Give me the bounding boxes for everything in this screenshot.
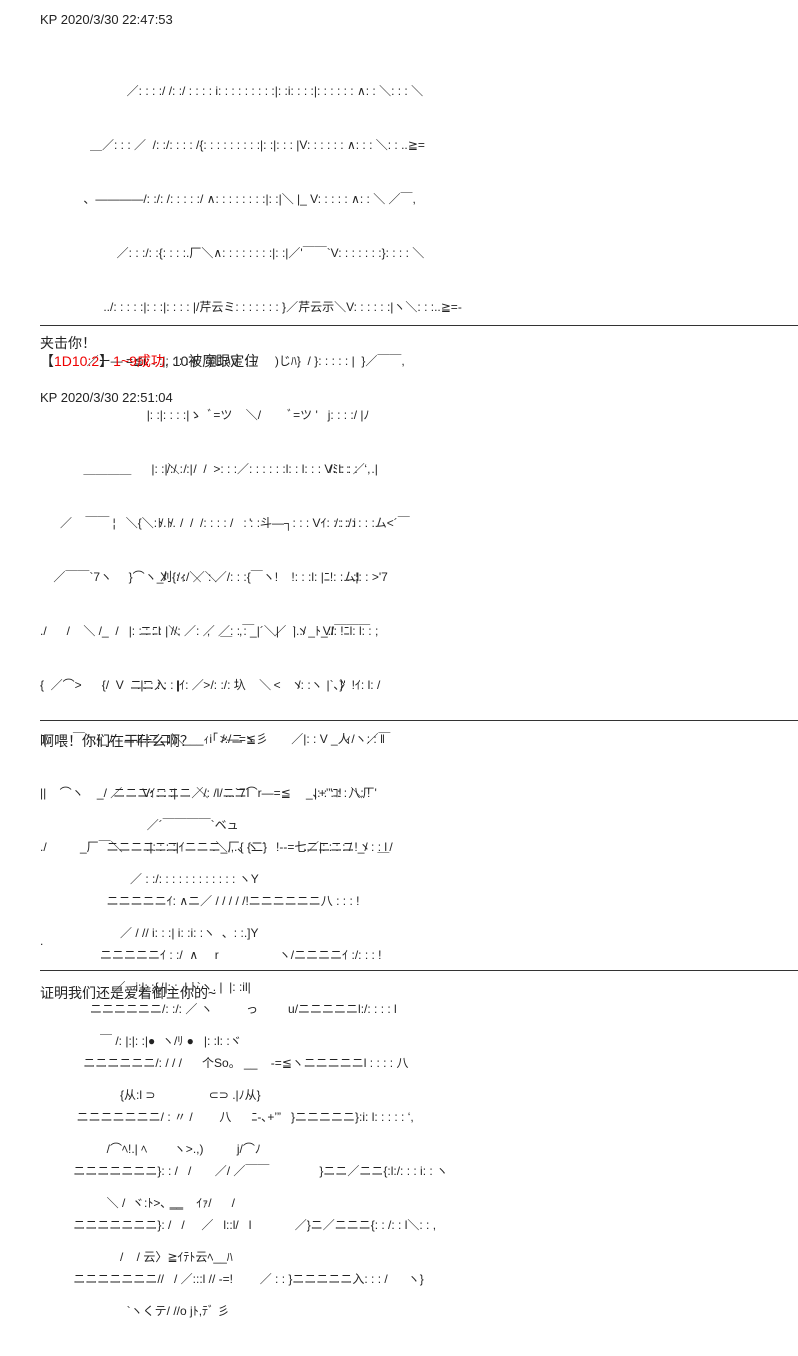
dice-result: 【1D10:2】1~9成功, 10被魔眼定住 — [40, 352, 258, 370]
bracket: 】 — [99, 353, 114, 369]
art-line: ／￣￣`7ヽ }⌒ヽ 刈{: : ＼ ＼ ム¦: : >'7 — [40, 570, 388, 584]
art-line: ／ー― =≦i: : :|: : : : |/ )じﾊV: : :/ )じﾊ} … — [40, 354, 405, 368]
art-line: ./ _厂￣＼ .|: : : :| .＼厂{ {二} .／|: : : : /… — [40, 840, 393, 854]
art-line: ／: : :/: :{: : : :.厂＼∧: : : : : : : :|: … — [40, 246, 425, 260]
art-line: ニニニニ＼___ｨi｢ /:/ニヽ ｨ/ヽ: : ‖ — [40, 732, 386, 746]
art-line: /⌒ﾍ!.| ﾍ ヽ>.,) j/⌒ﾉ — [40, 1142, 261, 1156]
art-line: / / 云〉≧ｲﾃﾄ云ﾍ__ﾊ — [40, 1250, 233, 1264]
divider — [40, 970, 798, 971]
art-line: { ／⌒> {/ V .|: : : : : | > < /: :ヽ }' — [40, 678, 346, 692]
art-line: /:/ / / / >: : :／: : : : : :l: : l: : : … — [40, 462, 371, 476]
art-line: ニニニニニニ/: :/: ／ ヽ っ u/ニニニニニl:/: : : : l — [40, 1002, 397, 1016]
art-line: ニニ入 |ｲ: ／ /: :/: 圦 ＼ ヽ |`､〉!ｲ: l: / — [40, 678, 381, 692]
art-line: ニﾆl //: ／: ／ ／: : : _|´＼| `ヽ_ﾄ_:l: !ﾆl: … — [40, 624, 379, 638]
message-text: 夹击你！ — [40, 335, 96, 351]
art-line: ／: : : :/ /: :/ : : : : i: : : : : : : :… — [40, 84, 424, 98]
art-line: {从:l ⊃ ⊂⊃ .|ﾉ从} — [40, 1088, 261, 1102]
divider — [40, 325, 798, 326]
message-text: 啊喂！你们在干什么啊？ — [40, 733, 194, 749]
art-line: ／´￣￣￣￣`ベュ — [40, 818, 239, 832]
art-line: ￣ /: |:|: :|● ヽ/ﾘ ● |: :l: :ヾ — [40, 1034, 242, 1048]
art-line: ＼ / ヾ:ﾄ>､ ‗‗ ｲｧ/ / — [40, 1196, 235, 1210]
bracket: 【 — [40, 353, 54, 369]
art-line: `ヽくテ/ //o jﾄ,ﾃﾞ 彡 — [40, 1304, 230, 1318]
dice-rest: , 10被魔眼定住 — [164, 353, 259, 369]
art-line: || ⌒ヽ _/ ／ V: : : :| ＼ ...`7⌒r―=≦ |: : :… — [40, 786, 377, 800]
post-header: KP 2020/3/30 22:47:53 — [40, 12, 173, 27]
divider — [40, 720, 798, 721]
art-line: ニニニニニニｲニニニ_,,.､ ヽ ´ !--=七ニニニニ!_/ : : l — [40, 840, 388, 854]
art-line: ／ ￣￣ ¦ ＼{＼:ﾄ.ﾄ. ' /: :/: : : :ム<´￣ — [40, 516, 410, 530]
art-line: / / / / /: : : : / : : :斗―┐: : : Vｲ: : :… — [40, 516, 356, 530]
dice-success: 1~9成功 — [113, 353, 165, 369]
ascii-art: ／: : : :/ /: :/ : : : : i: : : : : : : :… — [40, 46, 462, 892]
art-line: ／ / // i: : :| i: :i: :ヽ 、: :.]Y — [40, 926, 259, 940]
message-text: 证明我们还是爱着御主你的~ — [40, 985, 217, 1001]
ascii-art: ／´￣￣￣￣`ベュ ／ : :/: : : : : : : : : : : : … — [40, 780, 261, 1356]
dice-roll: 1D10:2 — [54, 353, 100, 369]
stray-dot: . — [40, 934, 44, 948]
art-line: ニニニニニｲ: ∧ニ／ / / / / /!ニニニニニニ八 : : : ! — [40, 894, 360, 908]
art-line: _/ /ｨ/ ／ : ／/: : :{￣ヽ! !: : :l: |ﾆ!: : :… — [40, 570, 360, 584]
art-line: ../: : : : :|: : :|: : : : |/芹云ミ: : : : … — [40, 300, 462, 314]
art-line: ./ / ＼ /_ / |: : : : : |＼ , ＿ ,￣ ／ |../ … — [40, 624, 371, 638]
art-line: ニニニニニｲ : :/ ∧ r ヽ/ニニニニｲ :/: : : ! — [40, 948, 382, 962]
art-line: ＿＿＿＿ |: :|＼: :| /: : : ／ .| — [40, 462, 378, 476]
art-line: ＿／: : : ／ /: :/: : : : /{: : : : : : : :… — [40, 138, 425, 152]
art-line: ／ : :/: : : : : : : : : : : : ヽY — [40, 872, 259, 886]
art-line: 、――――/: :/: /: : : : :/ ∧: : : : : : : :… — [40, 192, 416, 206]
art-line: || ￣＼}_ﾉ |: : : : : | >―=≦彡 ／|: : V _人 ／… — [40, 732, 391, 746]
art-line: |: :|: : : :|ゝ ﾞ=ツ ＼/ ﾞ=ツ ' j: : : :/ |ﾉ — [40, 408, 370, 422]
art-line: ニニニｲニニニ／/: /l/ニニl _､+’”ｺ! 八: ! — [40, 786, 371, 800]
post-header: KP 2020/3/30 22:51:04 — [40, 390, 173, 405]
art-line: ／ i:|: :{ﾉ|: : .| ﾄ`ヽ. | |: :il| — [40, 980, 251, 994]
